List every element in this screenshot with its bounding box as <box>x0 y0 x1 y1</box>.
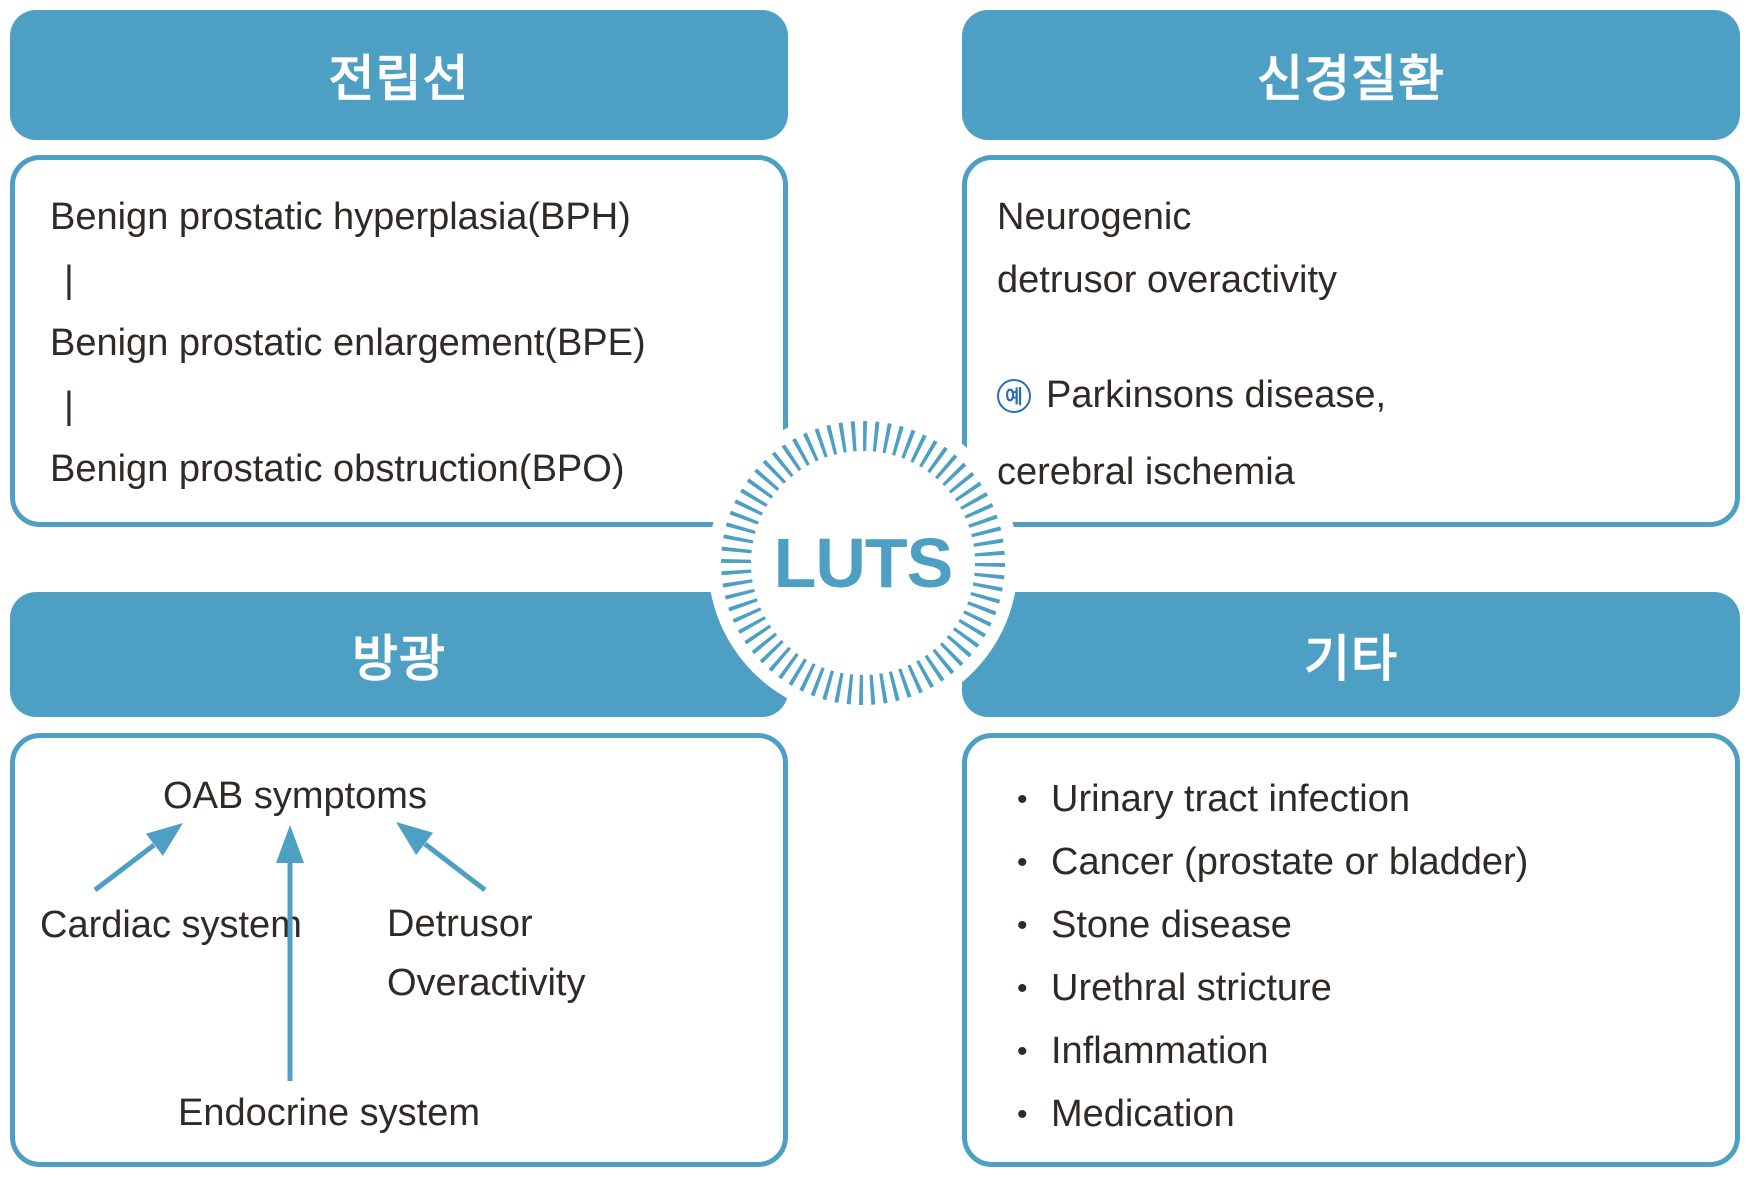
luts-halo <box>708 408 1018 718</box>
neurologic-title: 신경질환 <box>1257 51 1445 107</box>
prostate-box: Benign prostatic hyperplasia(BPH) | Beni… <box>10 155 788 527</box>
flow-connector: | <box>64 259 74 301</box>
neurologic-line: Neurogenic <box>997 196 1192 238</box>
list-item: • Cancer (prostate or bladder) <box>1017 831 1735 894</box>
bullet-icon: • <box>1017 1097 1028 1131</box>
bullet-icon: • <box>1017 1034 1028 1068</box>
endocrine-system-label: Endocrine system <box>178 1092 481 1134</box>
prostate-stage: Benign prostatic obstruction(BPO) <box>50 448 625 490</box>
prostate-header: 전립선 <box>10 10 788 140</box>
list-item-label: Urinary tract infection <box>1051 778 1411 820</box>
list-item: • Urinary tract infection <box>1017 768 1735 831</box>
list-item: • Stone disease <box>1017 894 1735 957</box>
list-item-label: Medication <box>1051 1093 1235 1135</box>
bullet-icon: • <box>1017 908 1028 942</box>
luts-center-label: LUTS <box>773 524 954 602</box>
detrusor-overactivity-label: Detrusor <box>387 903 533 945</box>
bullet-icon: • <box>1017 971 1028 1005</box>
list-item-label: Cancer (prostate or bladder) <box>1051 841 1529 883</box>
neurologic-content: Neurogenic detrusor overactivity 예 Parki… <box>967 160 1735 504</box>
example-badge-icon: 예 <box>997 378 1031 413</box>
prostate-title: 전립선 <box>328 51 470 107</box>
example-text: cerebral ischemia <box>997 451 1295 493</box>
bladder-header: 방광 <box>10 592 788 717</box>
tick-ring-icon <box>721 421 1005 705</box>
example-text: Parkinsons disease, <box>1046 374 1387 416</box>
list-item-label: Urethral stricture <box>1051 967 1332 1009</box>
bullet-icon: • <box>1017 782 1028 816</box>
list-item-label: Stone disease <box>1051 904 1292 946</box>
others-list: • Urinary tract infection • Cancer (pros… <box>967 738 1735 1146</box>
list-item: • Medication <box>1017 1083 1735 1146</box>
flow-connector: | <box>64 385 74 427</box>
neurologic-line: detrusor overactivity <box>997 259 1338 301</box>
prostate-stage: Benign prostatic enlargement(BPE) <box>50 322 646 364</box>
neurologic-header: 신경질환 <box>962 10 1740 140</box>
bladder-title: 방광 <box>352 630 446 687</box>
neurologic-box: Neurogenic detrusor overactivity 예 Parki… <box>962 155 1740 527</box>
cardiac-system-label: Cardiac system <box>40 904 302 946</box>
others-box: • Urinary tract infection • Cancer (pros… <box>962 733 1740 1167</box>
list-item: • Inflammation <box>1017 1020 1735 1083</box>
others-title: 기타 <box>1304 630 1398 687</box>
oab-symptoms-label: OAB symptoms <box>163 775 427 817</box>
bullet-icon: • <box>1017 845 1028 879</box>
luts-circle <box>708 408 1018 718</box>
prostate-flow: Benign prostatic hyperplasia(BPH) | Beni… <box>15 160 783 501</box>
others-header: 기타 <box>962 592 1740 717</box>
bladder-box: OAB symptoms Cardiac system Detrusor Ove… <box>10 733 788 1167</box>
detrusor-overactivity-label: Overactivity <box>387 962 586 1004</box>
list-item-label: Inflammation <box>1051 1030 1269 1072</box>
example-line: 예 Parkinsons disease, <box>997 364 1735 427</box>
prostate-stage: Benign prostatic hyperplasia(BPH) <box>50 196 631 238</box>
list-item: • Urethral stricture <box>1017 957 1735 1020</box>
